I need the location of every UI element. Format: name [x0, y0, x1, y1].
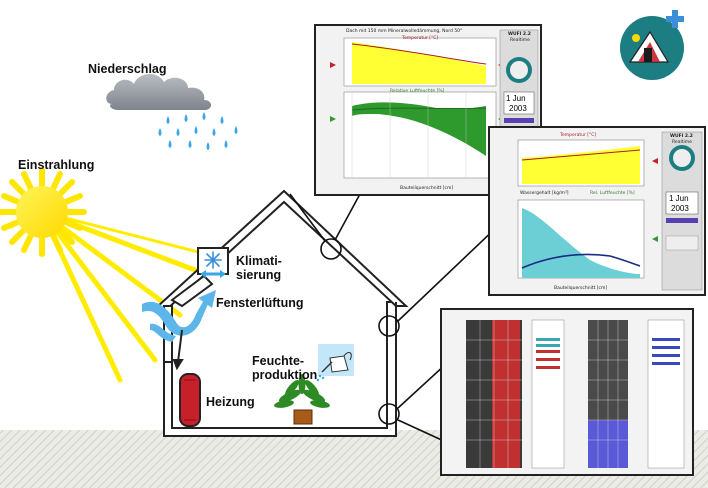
label-moisture-2: produktion [252, 368, 318, 382]
panel1-date-day: 1 Jun [506, 94, 526, 103]
label-heating: Heizung [206, 395, 255, 409]
window-airflow [142, 290, 216, 342]
panel1-xlabel: Bauteilquerschnitt [cm] [400, 186, 454, 191]
panel1-date-year: 2003 [509, 104, 527, 113]
panel1-title: Dach mit 150 mm Mineralwolledämmung, Nor… [346, 29, 463, 34]
label-precipitation: Niederschlag [88, 62, 167, 76]
heater-icon [179, 373, 201, 427]
sun-icon [0, 167, 87, 257]
panel-floor-simulation [440, 308, 694, 476]
panel2-chart [490, 128, 704, 294]
cloud-icon [106, 73, 212, 110]
label-window-ventilation: Fensterlüftung [216, 296, 304, 310]
panel2-chart2-title-right: Rel. Luftfeuchte [%] [590, 191, 635, 196]
panel2-chart1-title: Temperatur [°C] [560, 133, 597, 138]
panel2-app-name: WUFI 2.2 [670, 134, 693, 139]
panel-wall-simulation: Temperatur [°C] Wassergehalt [kg/m³] Rel… [488, 126, 706, 296]
panel2-date-day: 1 Jun [669, 194, 689, 203]
panel1-chart1-title: Temperatur [°C] [402, 36, 439, 41]
watering-can-icon [316, 344, 354, 382]
ventilation-duct [170, 247, 229, 308]
panel1-app-sub: Realtime [510, 38, 530, 43]
zoom-circles [320, 238, 400, 425]
label-climatisation-2: sierung [236, 268, 282, 282]
panel2-chart2-title-left: Wassergehalt [kg/m³] [520, 191, 569, 196]
connector-lines [289, 193, 501, 443]
panel1-chart2-title: Relative Luftfeuchte [%] [390, 89, 445, 94]
potted-plant-icon [274, 374, 330, 425]
panel1-app-name: WUFI 2.2 [508, 32, 531, 37]
panel2-xlabel: Bauteilquerschnitt [cm] [554, 286, 608, 291]
double-arrow-icon [200, 270, 226, 278]
label-radiation: Einstrahlung [18, 158, 95, 172]
flow-arrow [172, 329, 184, 371]
label-moisture-1: Feuchte- [252, 354, 305, 368]
rain-drops [158, 112, 238, 150]
panel3-grids [442, 310, 692, 474]
panel2-app-sub: Realtime [672, 140, 692, 145]
snowflake-icon [204, 251, 222, 269]
panel2-date-year: 2003 [671, 204, 689, 213]
wufi-house-logo-icon [620, 10, 684, 80]
label-climatisation-1: Klimati- [236, 254, 282, 268]
